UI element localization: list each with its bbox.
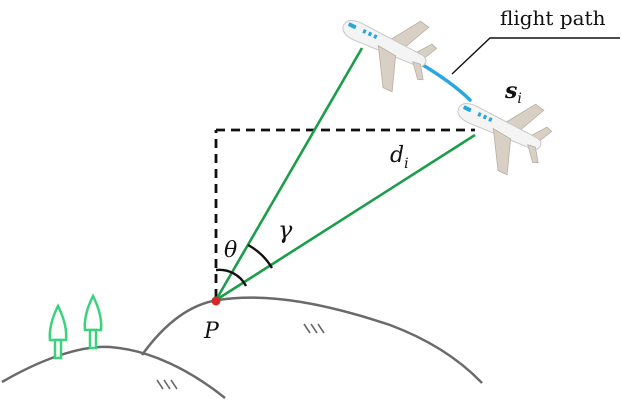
d-i-label: di: [390, 143, 409, 172]
theta-label: θ: [224, 238, 237, 263]
point-p-label: P: [203, 319, 220, 344]
hill-hatch-left: [156, 379, 178, 390]
point-p-marker: [211, 296, 221, 306]
flight-path-arc: [416, 60, 472, 102]
hill-hatch-main: [303, 323, 325, 334]
s-main: s: [504, 78, 517, 104]
airplane-icon: [342, 20, 438, 93]
tree-icon: [48, 303, 68, 360]
flight-path-label: flight path: [500, 6, 606, 30]
s-subscript: i: [517, 91, 521, 107]
main-hill: [140, 296, 483, 384]
tree-icon: [83, 293, 103, 350]
gamma-angle-arc: [247, 243, 274, 269]
left-hill: [1, 345, 226, 399]
gamma-label: γ: [278, 216, 293, 244]
airplane-icon: [457, 103, 553, 176]
flight-path-leader-line: [451, 37, 620, 75]
sightline-to-first-aircraft: [214, 47, 364, 301]
d-subscript: i: [404, 156, 408, 172]
s-i-label: si: [504, 78, 522, 107]
sightline-to-second-aircraft: [215, 133, 476, 302]
d-main: d: [390, 143, 404, 168]
theta-angle-arc: [215, 268, 248, 287]
